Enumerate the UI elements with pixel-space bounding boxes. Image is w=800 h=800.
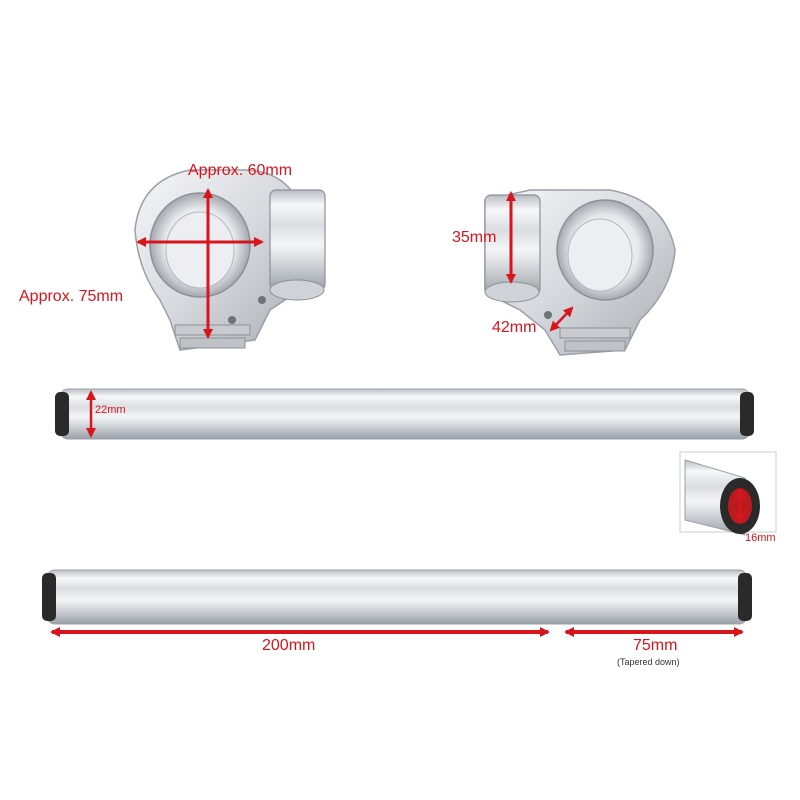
handlebar-top	[55, 388, 754, 440]
right-clamp	[484, 189, 676, 356]
handlebar-bottom	[42, 569, 752, 625]
label-bar-diameter: 22mm	[95, 404, 126, 416]
label-clamp-height: Approx. 75mm	[19, 288, 124, 305]
label-taper-note: (Tapered down)	[617, 657, 680, 667]
label-bar-length: 200mm	[262, 637, 316, 654]
label-taper-length: 75mm	[633, 637, 678, 654]
label-clamp-width: Approx. 60mm	[188, 162, 293, 179]
bar-end-inset	[679, 451, 777, 536]
label-clamp-bore: 42mm	[492, 319, 537, 336]
left-clamp	[134, 169, 326, 351]
dimension-lines	[50, 188, 745, 637]
label-inner-diameter: 16mm	[745, 532, 776, 544]
label-clamp-side-height: 35mm	[452, 229, 497, 246]
